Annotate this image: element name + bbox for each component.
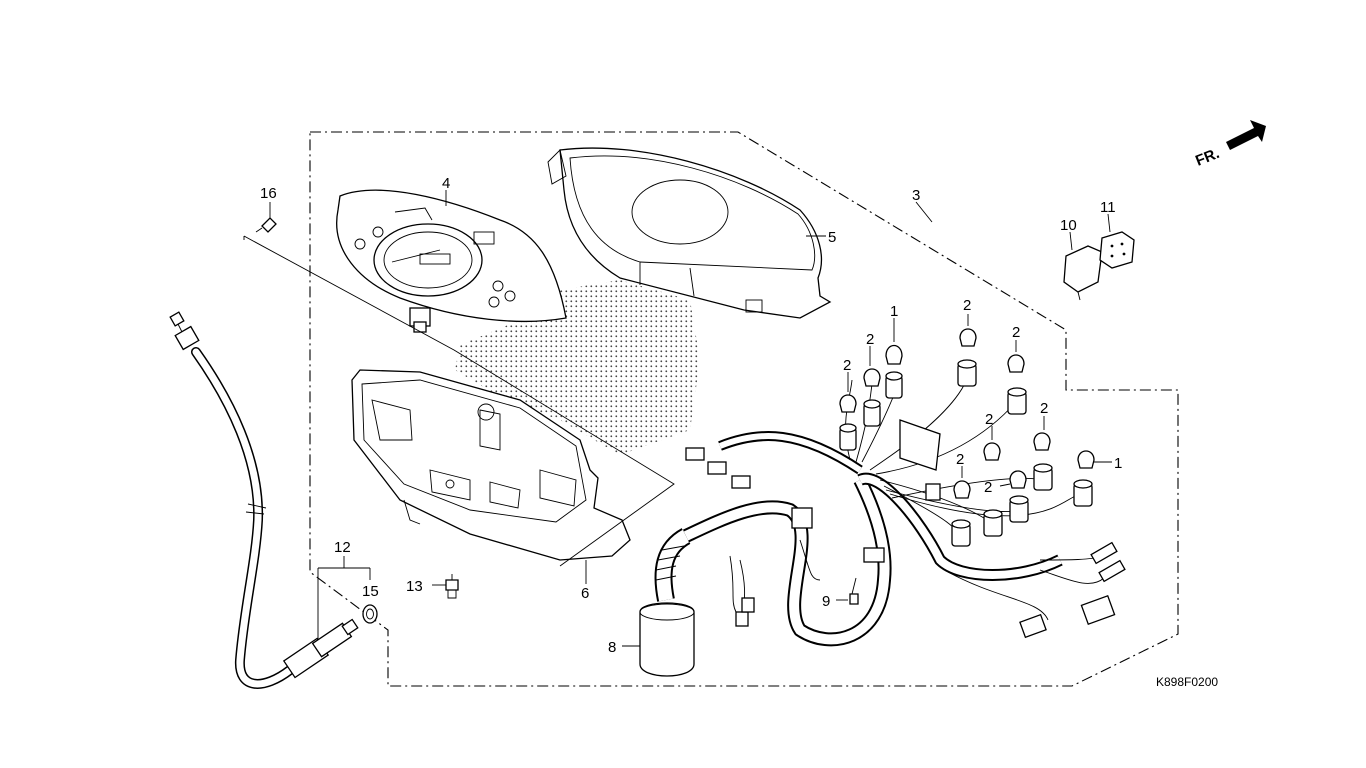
callout-3: 3: [912, 187, 920, 204]
relay: [1063, 245, 1103, 301]
drawing-code: K898F0200: [1156, 675, 1218, 689]
bulb: [1009, 470, 1027, 489]
callout-2: 2: [1012, 324, 1020, 341]
callout-2: 2: [963, 297, 971, 314]
bulb-socket: [1073, 479, 1093, 507]
callout-12: 12: [334, 539, 351, 556]
callout-5: 5: [828, 229, 836, 246]
callout-4: 4: [442, 175, 450, 192]
bulb-socket: [885, 371, 903, 399]
bulb: [863, 368, 881, 387]
callout-2: 2: [866, 331, 874, 348]
bulb-socket: [951, 519, 971, 547]
o-ring: [362, 604, 378, 624]
bulb: [1077, 450, 1095, 469]
bulb: [953, 480, 971, 499]
bulb-sockets: [839, 359, 1093, 547]
bolt-13: [445, 574, 459, 599]
callout-16: 16: [260, 185, 277, 202]
bulb: [1033, 432, 1051, 451]
callout-1: 1: [890, 303, 898, 320]
bulb-socket: [1033, 463, 1053, 491]
canister: [639, 528, 695, 677]
bulb-socket: [1009, 495, 1029, 523]
callout-6: 6: [581, 585, 589, 602]
callout-11: 11: [1100, 199, 1116, 216]
callout-2: 2: [843, 357, 851, 374]
bulb: [983, 442, 1001, 461]
speedometer-cable: [169, 311, 359, 689]
meter-panel: [336, 189, 567, 333]
assembly-boundary: [309, 131, 1179, 687]
callout-2: 2: [1040, 400, 1048, 417]
bulb-socket: [1007, 387, 1027, 415]
callout-9: 9: [822, 593, 830, 610]
bolt-9: [849, 577, 859, 605]
bulb: [959, 328, 977, 347]
callout-2: 2: [956, 451, 964, 468]
callout-8: 8: [608, 639, 616, 656]
callout-13: 13: [406, 578, 423, 595]
front-arrow-icon: [1226, 120, 1266, 150]
panel-leader-lines: [243, 235, 675, 567]
bulb-socket: [983, 509, 1003, 537]
bulb: [839, 394, 857, 413]
meter-lens: [547, 147, 832, 319]
bulb: [885, 344, 903, 365]
callout-2: 2: [984, 479, 992, 496]
relay-socket: [1099, 231, 1135, 269]
dotted-shading: [455, 280, 700, 455]
bulbs: [839, 328, 1095, 499]
meter-case: [351, 369, 631, 561]
bulb-socket: [863, 399, 881, 427]
bulb: [1007, 354, 1025, 373]
callout-1: 1: [1114, 455, 1122, 472]
wiring-harness: [683, 375, 1126, 647]
bulb-socket: [957, 359, 977, 387]
bulb-socket: [839, 423, 857, 451]
callout-2: 2: [985, 411, 993, 428]
callout-15: 15: [362, 583, 379, 600]
leader-lines: [269, 190, 1112, 647]
callout-10: 10: [1060, 217, 1077, 234]
front-marker: FR.: [1193, 145, 1222, 170]
screw: [255, 217, 277, 233]
